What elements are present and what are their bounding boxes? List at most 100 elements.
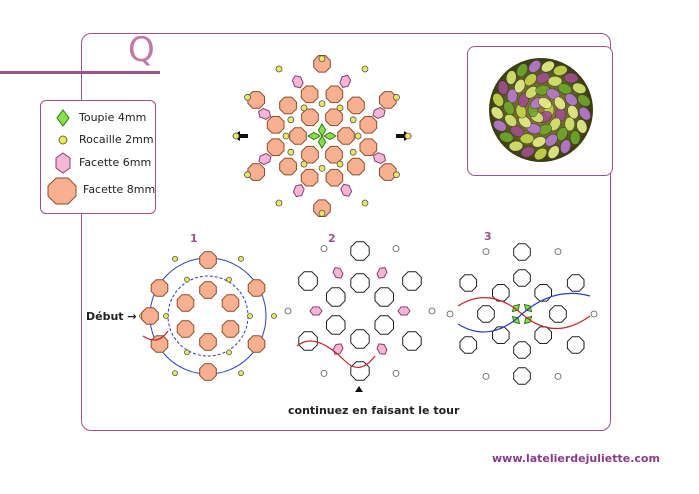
facet-8mm-bead [301,145,319,164]
content-frame [81,33,611,431]
seed-bead [349,148,357,156]
facet-6mm-bead [376,343,388,355]
right-arrow-shaft [396,134,404,138]
seed-bead [361,65,369,73]
facet-6mm-bead [257,107,272,120]
facet-8mm-bead [513,367,531,385]
seed-bead [554,248,562,256]
facet-8mm-bead [459,274,478,292]
facet-8mm-bead [199,281,217,299]
photo-bead [510,125,525,137]
photo-bead [534,147,548,161]
photo-bead [519,133,535,145]
facet-8mm-bead [300,168,319,187]
seed-bead [275,199,283,207]
seed-bead [318,55,326,62]
seed-bead [271,313,277,319]
seed-bead [184,276,190,283]
legend-item-bicone: Toupie 4mm [41,107,157,129]
facet-8mm-bead [298,271,318,291]
photo-bead [535,72,550,84]
seed-bead [482,372,490,380]
photo-bead [508,140,524,152]
facet-8mm-bead [176,320,195,338]
facet-8mm-bead [150,279,169,297]
facet-8mm-bead [141,307,159,325]
seed-bead [226,276,232,283]
seed-bead [393,171,400,179]
seed-bead [232,132,240,140]
photo-bead [516,63,528,78]
photo-bead [547,145,560,159]
facet-8mm-bead [379,163,397,181]
seed-bead [244,93,251,101]
seed-bead [318,165,326,172]
facet-8mm-bead [325,168,344,187]
photo-bead [532,136,547,148]
photo-bead [556,126,568,141]
seed-bead [282,132,290,140]
photo-bead [569,130,581,145]
seed-bead [392,245,400,253]
facet-8mm-bead [374,315,394,335]
yellow-seed-bead-icon [58,135,68,145]
pink-facet-icon [55,152,71,174]
step-1-diagram [139,251,277,381]
legend-item-facet6: Facette 6mm [41,151,157,174]
seed-bead [226,349,232,356]
bicone-bead [323,131,337,141]
seed-bead [172,255,178,262]
facet-8mm-bead [325,108,343,127]
step-2-diagram [284,241,436,392]
facet-8mm-bead [477,305,495,323]
facet-8mm-bead [359,138,378,156]
photo-bead [503,101,515,116]
photo-bead [493,119,507,132]
photo-bead [492,92,504,107]
seed-bead [287,148,295,156]
website-link[interactable]: www.latelierdejuliette.com [492,452,660,465]
facet-8mm-bead [176,294,195,312]
facet-8mm-bead [247,91,265,109]
facet-6mm-bead [332,267,344,279]
facet-8mm-bead [347,157,365,176]
photo-bead [553,65,568,76]
seed-bead [300,104,308,112]
start-label: Début → [86,310,137,323]
photo-bead [528,60,542,73]
photo-bead [560,139,571,154]
legend-label: Facette 8mm [83,183,156,196]
facet-6mm-bead [340,183,353,197]
seed-bead [318,100,326,107]
seed-bead [320,369,328,377]
facet-8mm-bead [374,287,394,307]
seed-bead [336,160,344,168]
step-number-3: 3 [484,230,492,243]
photo-bead [504,114,518,127]
facet-8mm-bead [279,96,297,115]
facet-8mm-bead [279,157,297,176]
facet-8mm-bead [513,341,531,359]
thread-path [142,330,169,341]
facet-8mm-bead [359,116,378,134]
photo-bead [572,82,587,94]
seed-bead [320,245,328,253]
facet-8mm-bead [350,273,370,293]
facet-6mm-bead [291,75,304,89]
facet-8mm-bead [566,274,585,292]
photo-bead [497,80,509,95]
photo-bead [578,106,591,121]
facet-8mm-bead [247,335,266,353]
facet-8mm-bead [326,287,346,307]
photo-bead [564,116,576,132]
seed-bead [361,199,369,207]
facet-8mm-bead [347,96,365,115]
facet-8mm-bead [199,251,217,269]
facet-8mm-bead [513,269,531,287]
bicone-bead [317,135,327,149]
photo-bead [506,88,518,104]
facet-8mm-bead [313,55,331,73]
facet-8mm-bead [221,294,240,312]
legend-box: Toupie 4mm Rocaille 2mm Facette 6mm Face… [40,100,156,214]
facet-6mm-bead [397,306,411,316]
